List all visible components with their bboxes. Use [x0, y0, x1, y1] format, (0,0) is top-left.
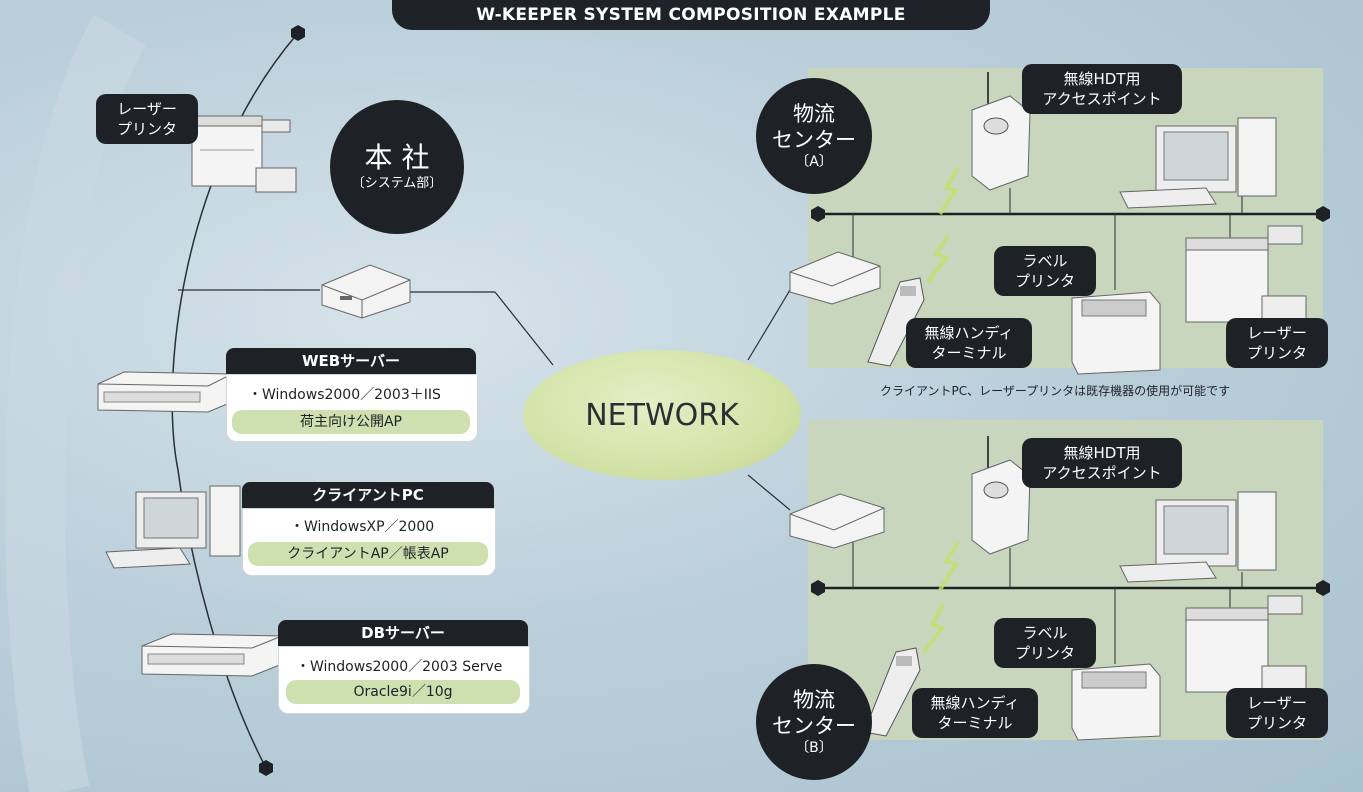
center-a-access-point-label: 無線HDT用 アクセスポイント	[1022, 64, 1182, 114]
db-server-app: Oracle9i／10g	[286, 680, 520, 704]
network-ellipse: NETWORK	[523, 350, 801, 480]
center-b-handy-terminal-label: 無線ハンディ ターミナル	[912, 688, 1038, 738]
client-pc-left	[105, 485, 241, 569]
web-server-title: WEBサーバー	[226, 348, 476, 374]
diagram-title: W-KEEPER SYSTEM COMPOSITION EXAMPLE	[392, 0, 990, 30]
web-server-os: ・Windows2000／2003＋IIS	[248, 387, 441, 403]
laser-printer-center-b	[1185, 595, 1307, 697]
db-server-os: ・Windows2000／2003 Serve	[296, 659, 503, 675]
client-pc-os: ・WindowsXP／2000	[290, 519, 435, 535]
web-server-device	[97, 371, 233, 413]
center-b-access-point-label: 無線HDT用 アクセスポイント	[1022, 438, 1182, 488]
access-point-center-a	[971, 72, 1031, 191]
router-left	[321, 264, 411, 319]
access-point-center-b	[971, 436, 1031, 555]
laser-printer-left	[191, 115, 297, 193]
center-a-badge: 物流 センター 〔A〕	[756, 78, 872, 194]
center-a-handy-terminal-label: 無線ハンディ ターミナル	[906, 318, 1032, 368]
laser-printer-left-label: レーザー プリンタ	[96, 94, 198, 144]
center-b-badge: 物流 センター 〔B〕	[756, 664, 872, 780]
backbone-end-top	[291, 25, 305, 41]
web-server-app: 荷主向け公開AP	[232, 410, 470, 434]
db-server-device	[141, 633, 283, 677]
center-b-label-printer-label: ラベル プリンタ	[994, 618, 1096, 668]
backbone-end-bottom	[259, 760, 273, 776]
network-label: NETWORK	[585, 397, 739, 433]
client-pc-app: クライアントAP／帳表AP	[248, 542, 488, 566]
headquarters-title: 本 社	[364, 141, 430, 174]
client-pc-center-b	[1119, 491, 1277, 583]
center-b-laser-printer-label: レーザー プリンタ	[1226, 688, 1328, 738]
headquarters-badge: 本 社 〔システム部〕	[330, 100, 464, 234]
center-a-note: クライアントPC、レーザープリンタは既存機器の使用が可能です	[880, 384, 1231, 398]
center-a-laser-printer-label: レーザー プリンタ	[1226, 318, 1328, 368]
db-server-title: DBサーバー	[278, 620, 528, 646]
center-a-label-printer-label: ラベル プリンタ	[994, 246, 1096, 296]
label-printer-center-a	[1071, 291, 1161, 375]
client-pc-title: クライアントPC	[242, 482, 494, 508]
router-center-b	[789, 493, 885, 549]
router-center-a	[789, 251, 881, 305]
client-pc-center-a	[1119, 117, 1277, 209]
label-printer-center-b	[1071, 663, 1161, 741]
headquarters-dept: 〔システム部〕	[351, 176, 443, 191]
